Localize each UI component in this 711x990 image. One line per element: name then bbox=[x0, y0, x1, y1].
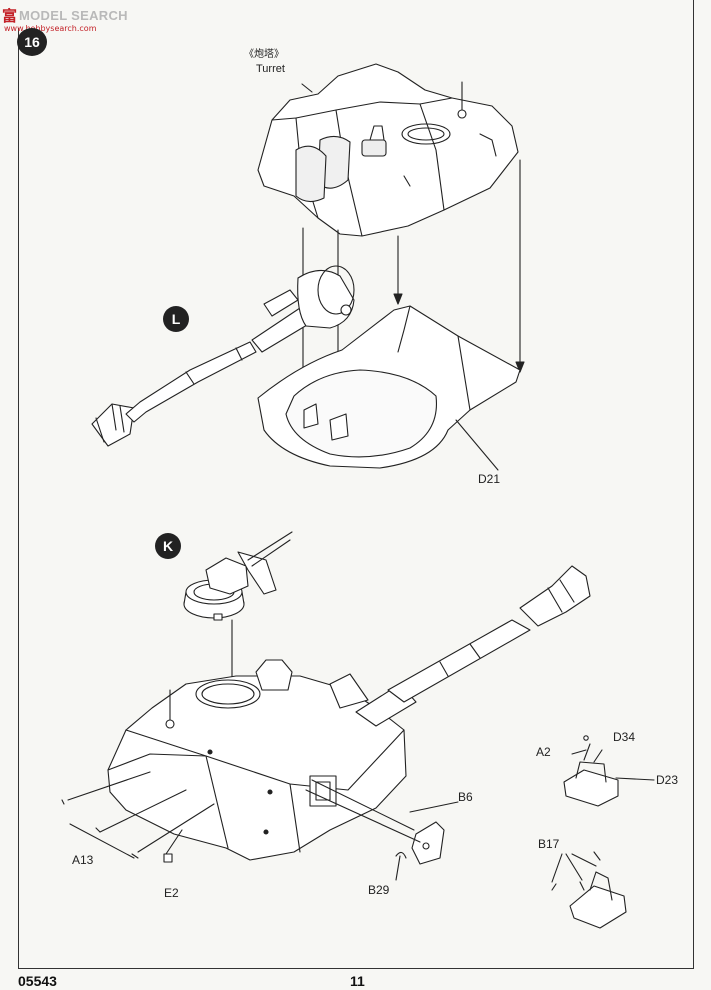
frame-right-border bbox=[693, 0, 694, 968]
turret-base-drawing bbox=[257, 305, 521, 471]
cupola-drawing bbox=[183, 531, 293, 695]
part-label-a2: A2 bbox=[536, 745, 551, 759]
watermark-brand-cn: 富 bbox=[2, 6, 18, 25]
turret-label-en: Turret bbox=[256, 63, 285, 75]
kit-number: 05543 bbox=[18, 973, 57, 989]
b17-detail-drawing bbox=[551, 851, 627, 929]
d23-detail-drawing bbox=[563, 735, 655, 807]
turret-shell-drawing bbox=[257, 63, 519, 237]
part-label-d21: D21 bbox=[478, 472, 501, 486]
assembled-turret-drawing bbox=[107, 565, 591, 861]
watermark-url: www.hobbysearch.com bbox=[4, 24, 97, 33]
part-label-b29: B29 bbox=[368, 883, 390, 897]
part-label-e2: E2 bbox=[164, 886, 179, 900]
part-label-d34: D34 bbox=[613, 730, 636, 744]
main-gun-drawing bbox=[91, 265, 355, 447]
part-label-a13: A13 bbox=[72, 853, 94, 867]
callout-cupola: K bbox=[155, 533, 181, 559]
watermark-brand-en: MODEL SEARCH bbox=[19, 7, 128, 23]
watermark-logo: 富 MODEL SEARCH bbox=[2, 4, 128, 26]
callout-gun: L bbox=[163, 306, 189, 332]
frame-left-border bbox=[18, 28, 19, 968]
part-label-d23: D23 bbox=[656, 773, 679, 787]
b6-b29-bracket-drawing bbox=[305, 779, 459, 881]
step-number-badge: 16 bbox=[17, 28, 47, 56]
page-number: 11 bbox=[350, 973, 365, 989]
a13-leader-lines bbox=[61, 771, 215, 863]
part-label-b17: B17 bbox=[538, 837, 560, 851]
part-label-b6: B6 bbox=[458, 790, 473, 804]
turret-label-cn: 《炮塔》 bbox=[244, 49, 284, 60]
frame-bottom-border bbox=[18, 968, 694, 969]
